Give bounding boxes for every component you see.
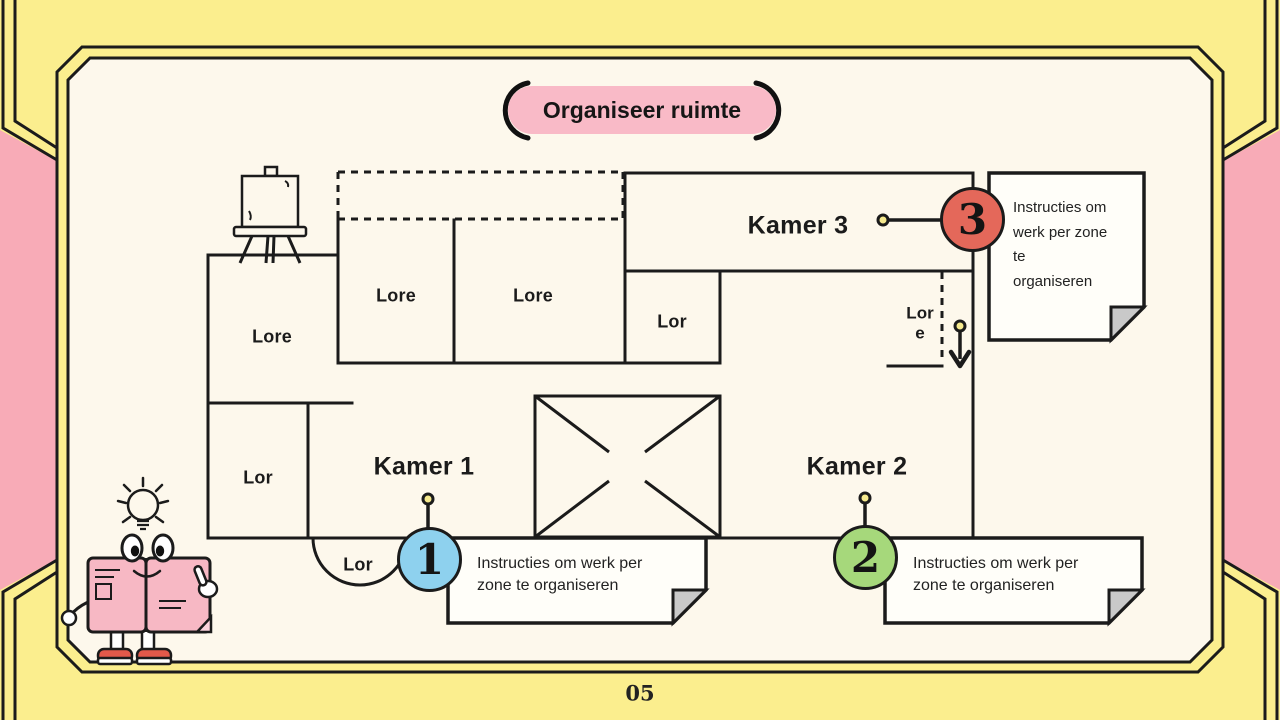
marker-3-number: 3 — [957, 194, 988, 244]
panel-cream — [66, 56, 1214, 664]
marker-2-number: 2 — [850, 532, 881, 582]
book-mascot — [60, 476, 219, 666]
pin-door — [953, 319, 967, 333]
right-pink-band — [1223, 130, 1280, 590]
sticky-notes — [446, 171, 1148, 627]
note-2-fold — [1107, 588, 1146, 627]
note-1-fold — [671, 588, 710, 627]
mascot-pointing-hand — [193, 565, 219, 599]
marker-2-badge: 2 — [833, 525, 898, 590]
pin-kamer2 — [858, 491, 872, 505]
zone-label-lore-a: Lore — [376, 285, 416, 306]
pin-kamer1 — [421, 492, 435, 506]
slide-title: Organiseer ruimte — [542, 96, 742, 123]
zone-label-lore-tall: Lore — [252, 326, 292, 347]
easel-icon — [232, 165, 308, 264]
marker-1-badge: 1 — [397, 527, 462, 592]
title-pill: Organiseer ruimte — [508, 86, 776, 134]
note-2-text: Instructies om werk per zone te organise… — [913, 555, 1079, 594]
marker-pins — [421, 213, 972, 528]
zone-label-lore-b: Lore — [513, 285, 553, 306]
door-arrow-icon — [948, 349, 972, 369]
left-pink-band — [0, 130, 57, 590]
marker-3-badge: 3 — [940, 187, 1005, 252]
pin-kamer3 — [876, 213, 890, 227]
zone-label-lor-left: Lor — [243, 467, 273, 488]
note-1-text: Instructies om werk per zone te organise… — [477, 555, 643, 594]
title-pill-shape — [508, 86, 776, 134]
mascot-left-hand — [60, 609, 78, 627]
note-3-text: Instructies om werk per zone te organise… — [1013, 199, 1108, 290]
note-3-fold — [1109, 305, 1148, 344]
lightbulb-icon — [116, 476, 170, 531]
zone-label-lor-mid: Lor — [657, 311, 687, 332]
kamer-2-label: Kamer 2 — [806, 452, 908, 481]
kamer-1-label: Kamer 1 — [373, 452, 475, 481]
mascot-sneakers — [96, 647, 173, 666]
mascot-face — [120, 533, 175, 578]
page-number: 05 — [625, 680, 655, 706]
zone-label-lor-entry: Lor — [343, 554, 373, 575]
marker-1-number: 1 — [414, 534, 445, 584]
open-book-body — [86, 556, 213, 634]
kamer-3-label: Kamer 3 — [747, 211, 849, 240]
zone-label-lor-door: Lor e — [906, 303, 934, 342]
title-bracket-arcs — [502, 80, 782, 141]
